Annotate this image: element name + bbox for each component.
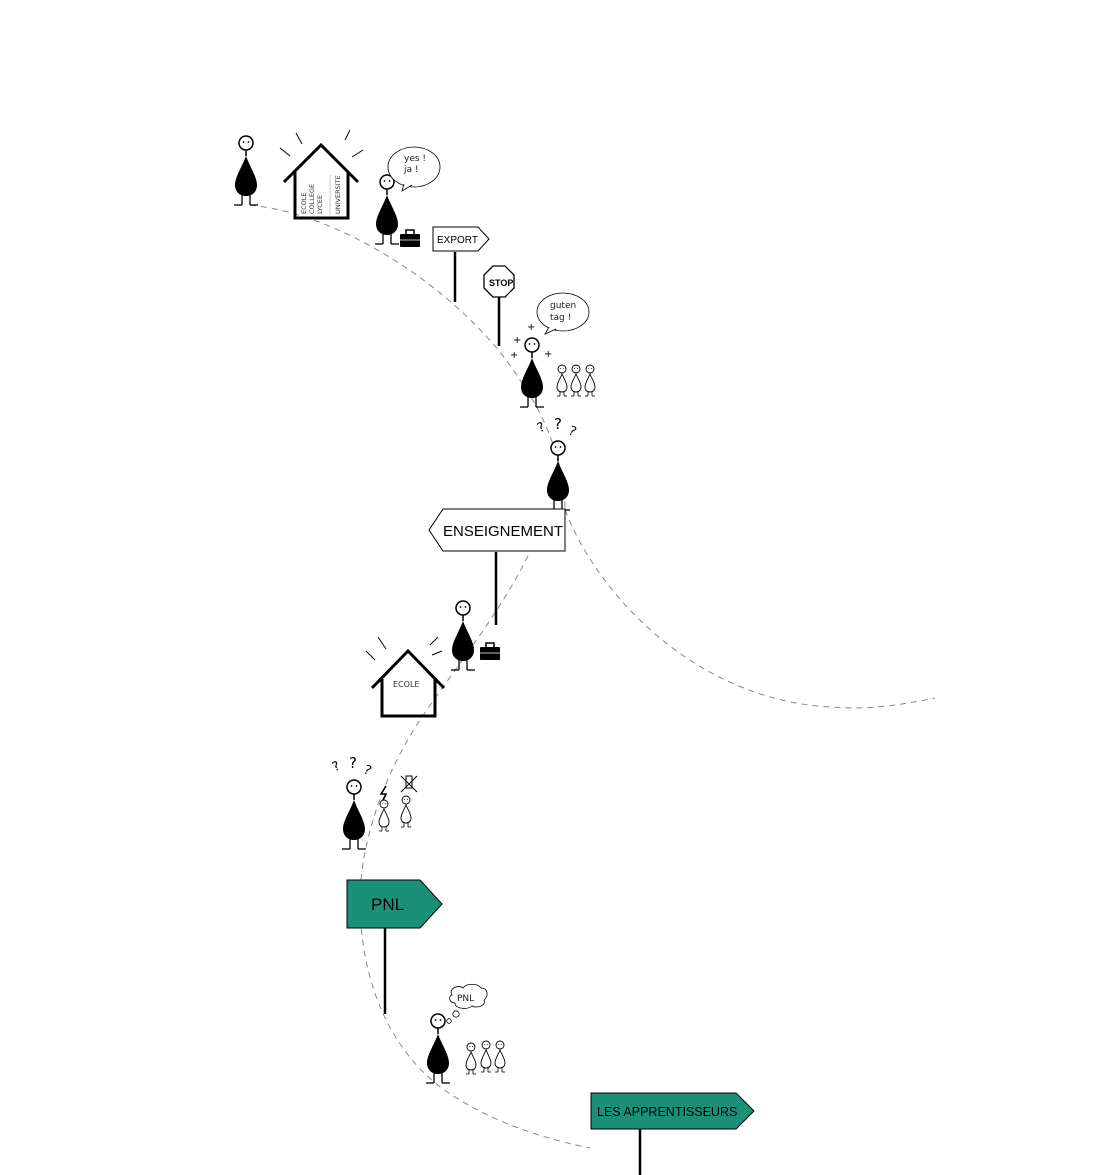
person-confused	[341, 779, 367, 850]
journey-path	[249, 204, 936, 1149]
small-people-group	[556, 364, 596, 397]
person-start	[233, 135, 259, 206]
house-rays	[279, 129, 364, 158]
house-icon	[370, 648, 446, 718]
house-icon	[282, 142, 360, 220]
briefcase-icon	[399, 229, 421, 248]
svg-text:+: +	[510, 350, 518, 361]
person-guten-tag	[519, 337, 545, 408]
bubble-yes-line2: ja !	[403, 165, 418, 175]
person-teacher	[450, 600, 476, 671]
export-sign-label: EXPORT	[437, 235, 478, 246]
apprentisseurs-sign-label: LES APPRENTISSEURS	[597, 1105, 737, 1119]
stop-sign-icon: STOP	[483, 265, 515, 346]
thought-bubble-icon: PNL	[446, 983, 488, 1024]
ecole-house-label: ECOLE	[393, 680, 419, 689]
bubble-yes-line1: yes !	[404, 154, 426, 164]
crossed-battery-icon	[400, 775, 418, 793]
person-questioning	[545, 440, 571, 511]
export-sign: EXPORT	[432, 226, 490, 302]
house-label-ecole: ECOLE	[300, 193, 308, 215]
school-house: ECOLE COLLEGE LYCEE UNIVERSITE	[279, 129, 364, 220]
lightning-icon	[379, 785, 388, 803]
question-mark-icon	[535, 415, 579, 441]
thought-bubble-label: PNL	[457, 994, 474, 1004]
bubble-guten-line2: tag !	[550, 313, 571, 323]
apprentisseurs-sign: LES APPRENTISSEURS	[590, 1092, 755, 1175]
svg-text:+: +	[544, 349, 552, 360]
person-yes	[374, 174, 400, 245]
small-people-learners	[465, 1040, 506, 1075]
stop-sign-label: STOP	[489, 278, 513, 288]
enseignement-sign: ENSEIGNEMENT	[428, 508, 566, 625]
speech-bubble-icon: guten tag !	[536, 292, 590, 335]
svg-text:+: +	[513, 335, 521, 346]
ecole-house: ECOLE	[365, 636, 446, 718]
house-rays	[365, 636, 443, 661]
pnl-sign-label: PNL	[371, 895, 404, 914]
house-label-lycee: LYCEE	[316, 195, 324, 214]
speech-bubble-icon: yes ! ja !	[387, 146, 441, 192]
question-mark-icon	[330, 754, 374, 780]
person-thinking	[425, 1013, 451, 1084]
enseignement-sign-label: ENSEIGNEMENT	[443, 523, 563, 540]
house-label-college: COLLEGE	[308, 184, 316, 214]
svg-text:+: +	[527, 322, 535, 333]
sparkle-icons: + + + +	[510, 322, 552, 361]
house-label-universite: UNIVERSITE	[334, 175, 342, 214]
pnl-sign: PNL	[346, 879, 443, 1014]
briefcase-icon	[479, 642, 501, 661]
bubble-guten-line1: guten	[550, 301, 576, 311]
small-people-confused	[378, 795, 412, 832]
